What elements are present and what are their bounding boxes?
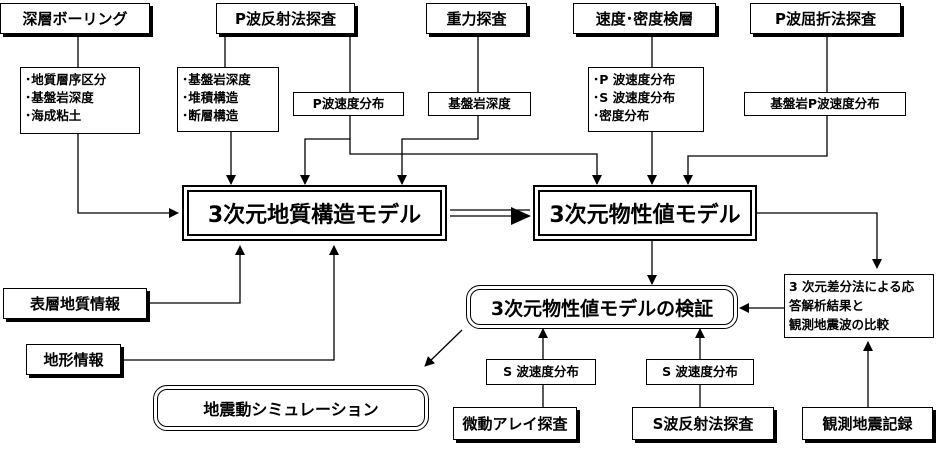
microtremor-label: 微動アレイ探査 <box>462 415 568 433</box>
reflection-item: ･断層構造 <box>182 108 239 124</box>
source-p-reflection-label: P波反射法探査 <box>235 10 336 28</box>
logging-item: ･S 波速度分布 <box>593 90 676 106</box>
arrow-surface-geology-to-geo-model <box>147 245 245 304</box>
model-verification-label: 3次元物性値モデルの検証 <box>490 297 714 320</box>
arrow-gravity-to-geo-model <box>397 116 479 185</box>
arrow-pvel-to-prop-model <box>349 139 602 185</box>
logging-item: ･P 波速度分布 <box>593 72 676 87</box>
gravity-basement-depth-label: 基盤岩深度 <box>428 92 531 116</box>
arrow-verification-to-simulation <box>424 329 463 367</box>
s-reflection-label: S波反射法探査 <box>652 415 754 433</box>
source-p-refraction-label: P波屈折法探査 <box>775 10 876 28</box>
source-gravity-label: 重力探査 <box>446 10 507 28</box>
comparison-box: 3 次元差分法による応 答解析結果と 観測地震波の比較 <box>784 274 934 338</box>
geologic-structure-model: 3次元地質構造モデル <box>182 185 447 241</box>
source-logging-label: 速度･密度検層 <box>595 10 694 28</box>
source-observed-records: 観測地震記録 <box>802 407 933 440</box>
source-deep-boring-label: 深層ボーリング <box>22 10 128 28</box>
simulation-label: 地震動シミュレーション <box>203 400 379 419</box>
refraction-output-text: 基盤岩P波速度分布 <box>770 95 880 111</box>
reflection-item: ･基盤岩深度 <box>182 72 251 87</box>
s-reflection-s-velocity-text: S 波速度分布 <box>662 363 738 379</box>
arrow-pvel-to-geo-model <box>300 116 351 185</box>
boring-item: ･基盤岩深度 <box>25 90 94 106</box>
boring-item: ･海成粘土 <box>25 108 82 124</box>
source-velocity-density-logging: 速度･密度検層 <box>573 3 716 34</box>
comparison-line: 答解析結果と <box>789 297 865 313</box>
source-surface-geology: 表層地質情報 <box>3 288 147 319</box>
microtremor-s-velocity-text: S 波速度分布 <box>503 363 579 379</box>
geologic-structure-model-label: 3次元地質構造モデル <box>207 203 422 228</box>
ground-motion-simulation: 地震動シミュレーション <box>153 385 429 431</box>
source-microtremor-array: 微動アレイ探査 <box>453 407 577 440</box>
source-deep-boring: 深層ボーリング <box>0 3 150 34</box>
observed-records-label: 観測地震記録 <box>822 415 913 433</box>
logging-output-list: ･P 波速度分布 ･S 波速度分布 ･密度分布 <box>588 67 704 132</box>
reflection-p-velocity-label: P波速度分布 <box>293 92 404 116</box>
source-p-refraction: P波屈折法探査 <box>750 3 901 34</box>
arrow-refraction-to-prop-model <box>683 116 828 185</box>
comparison-line: 観測地震波の比較 <box>789 316 890 332</box>
source-s-reflection: S波反射法探査 <box>632 407 774 440</box>
source-topography: 地形情報 <box>26 344 121 375</box>
s-reflection-s-velocity-label: S 波速度分布 <box>646 359 754 385</box>
model-verification: 3次元物性値モデルの検証 <box>466 285 738 329</box>
boring-item: ･地質層序区分 <box>25 72 107 87</box>
physical-property-model: 3次元物性値モデル <box>533 185 757 241</box>
comparison-line: 3 次元差分法による応 <box>789 279 915 294</box>
arrow-prop-model-to-comparison <box>757 212 882 269</box>
boring-output-list: ･地質層序区分 ･基盤岩深度 ･海成粘土 <box>20 67 140 134</box>
physical-property-model-label: 3次元物性値モデル <box>549 203 741 228</box>
reflection-p-velocity-text: P波速度分布 <box>312 95 385 111</box>
surface-geology-label: 表層地質情報 <box>29 295 120 313</box>
microtremor-s-velocity-label: S 波速度分布 <box>486 359 596 385</box>
topography-label: 地形情報 <box>43 351 104 369</box>
arrow-topography-to-geo-model <box>121 245 339 361</box>
reflection-item: ･堆積構造 <box>182 90 239 106</box>
source-p-reflection: P波反射法探査 <box>216 3 355 34</box>
logging-item: ･密度分布 <box>593 108 650 124</box>
arrow-boring-to-geo-model <box>77 134 179 218</box>
gravity-basement-depth-text: 基盤岩深度 <box>448 95 511 111</box>
refraction-basement-p-velocity-label: 基盤岩P波速度分布 <box>744 92 906 116</box>
reflection-output-list: ･基盤岩深度 ･堆積構造 ･断層構造 <box>177 67 279 132</box>
source-gravity: 重力探査 <box>426 3 527 34</box>
